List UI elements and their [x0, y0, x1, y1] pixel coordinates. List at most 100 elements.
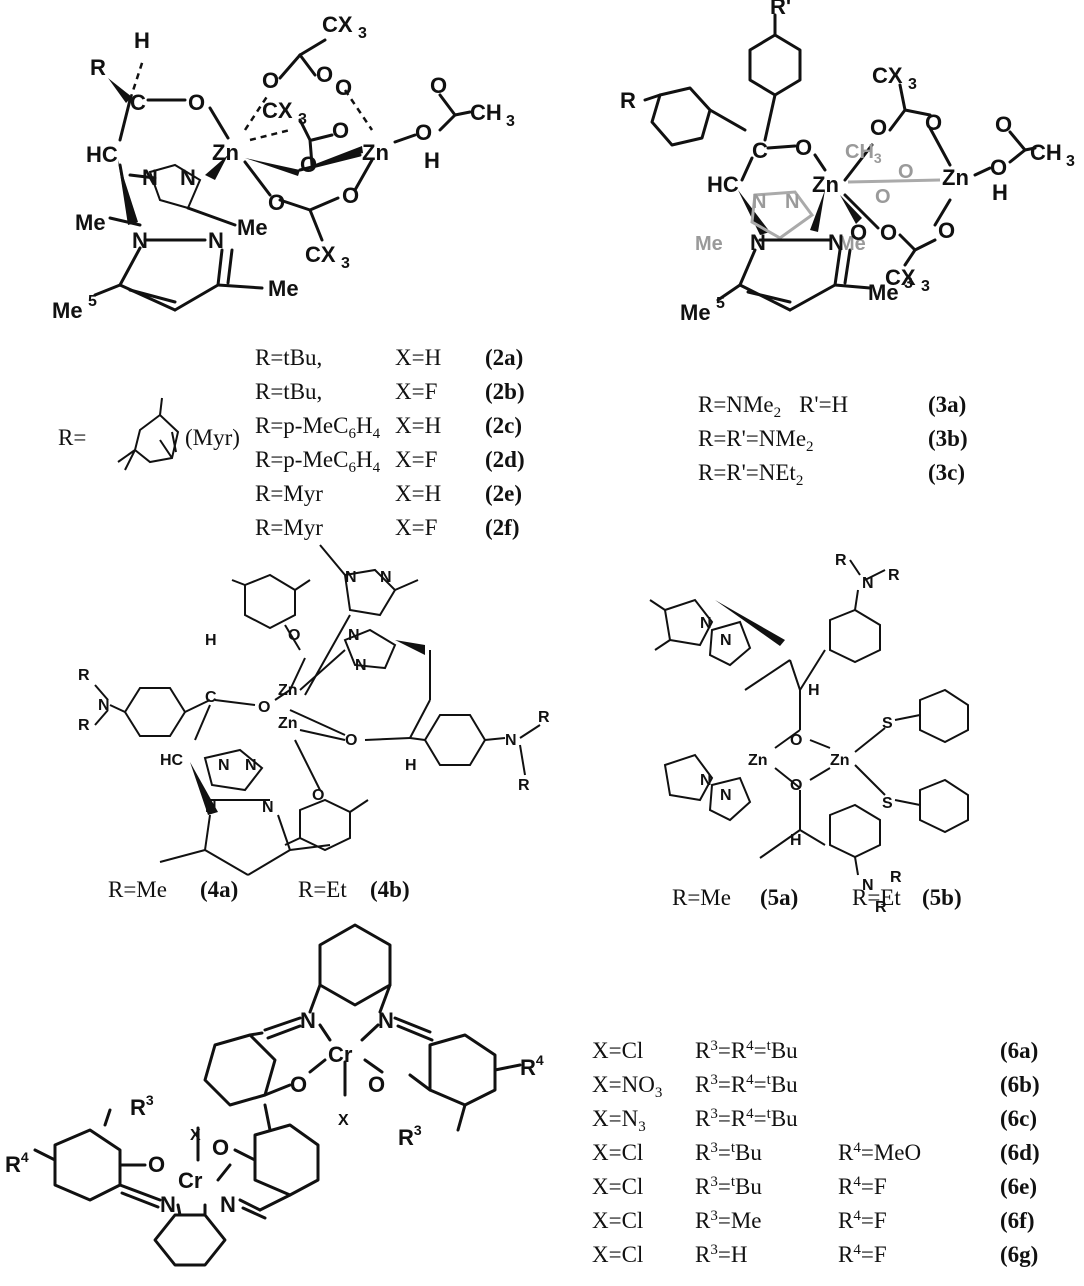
atom-o: O	[342, 183, 359, 208]
atom-n: N	[208, 228, 224, 253]
row-id: (2e)	[485, 481, 522, 506]
row-r: R3=R4=tBu	[695, 1106, 798, 1131]
atom-n: N	[345, 569, 357, 586]
row-6f: X=Cl R3=Me R4=F (6f)	[592, 1208, 1035, 1233]
compound-5-atoms: N R R N N H O O Zn Zn S S N N H N R R	[700, 552, 902, 916]
atom-zn-1: Zn	[212, 140, 239, 165]
atom-r3: R3	[398, 1122, 422, 1150]
row-r3: R3=Me	[695, 1208, 761, 1233]
row-r: R=tBu,	[255, 379, 322, 404]
atom-n: N	[300, 1008, 316, 1033]
compound-6-table: X=Cl R3=R4=tBu (6a) X=NO3 R3=R4=tBu (6b)…	[592, 1038, 1040, 1267]
superscript: 5	[88, 293, 97, 310]
atom-r: R	[620, 88, 636, 113]
row-id: (3c)	[928, 460, 965, 485]
atom-n: N	[750, 230, 766, 255]
superscript: 3	[904, 275, 913, 292]
row-x: X=F	[395, 447, 437, 472]
atom-cr: Cr	[328, 1042, 353, 1067]
atom-cx3: CX	[262, 98, 293, 123]
atom-ch3: CH	[470, 100, 502, 125]
atom-o: O	[335, 75, 352, 100]
row-r: R=tBu,	[255, 345, 322, 370]
atom-ch3: CH	[1030, 140, 1062, 165]
row-r: R=Myr	[255, 515, 323, 540]
row-x: X=H	[395, 481, 441, 506]
row-id: (4b)	[370, 877, 410, 902]
atom-h: H	[992, 180, 1008, 205]
atom-o: O	[880, 220, 897, 245]
row-id: (6g)	[1000, 1242, 1038, 1267]
atom-o: O	[188, 90, 205, 115]
atom-zn-2: Zn	[362, 140, 389, 165]
atom-n: N	[355, 657, 367, 674]
atom-r: R	[90, 55, 106, 80]
subscript: 3	[908, 76, 917, 93]
atom-n: N	[132, 228, 148, 253]
atom-h: H	[405, 757, 417, 774]
atom-zn-1: Zn	[748, 752, 768, 769]
atom-c: C	[130, 90, 146, 115]
row-text: R=Et	[298, 877, 347, 902]
compound-6-structure	[33, 923, 522, 1267]
atom-s: S	[882, 715, 893, 732]
row-x: X=Cl	[592, 1174, 643, 1199]
atom-x: X	[190, 1127, 201, 1144]
row-6a: X=Cl R3=R4=tBu (6a)	[592, 1038, 1038, 1063]
row-r: R=p-MeC6H4	[255, 447, 381, 476]
row-r: R=Myr	[255, 481, 323, 506]
row-r3: R3=tBu	[695, 1140, 762, 1165]
row-r3: R3=H	[695, 1242, 747, 1267]
row-6e: X=Cl R3=tBu R4=F (6e)	[592, 1174, 1037, 1199]
row-id: (6f)	[1000, 1208, 1035, 1233]
atom-o: O	[925, 110, 942, 135]
atom-h: H	[808, 682, 820, 699]
atom-zn-1: Zn	[278, 682, 298, 699]
atom-cx3: CX	[305, 242, 336, 267]
row-x: X=Cl	[592, 1038, 643, 1063]
atom-h: H	[205, 632, 217, 649]
atom-hc: HC	[160, 752, 184, 769]
atom-n: N	[785, 191, 799, 213]
row-r: R3=R4=tBu	[695, 1038, 798, 1063]
atom-n: N	[752, 191, 766, 213]
row-text: R=R'=NEt2	[698, 460, 803, 489]
row-id: (6d)	[1000, 1140, 1040, 1165]
compound-4-atoms: R R N H C O O Zn Zn HC N N N N O O H N R…	[78, 569, 550, 816]
compound-5-table: R=Me (5a) R=Et (5b)	[672, 885, 962, 910]
atom-o: O	[148, 1152, 165, 1177]
atom-zn-2: Zn	[942, 165, 969, 190]
atom-n: N	[262, 799, 274, 816]
atom-n: N	[348, 627, 360, 644]
row-x: X=Cl	[592, 1208, 643, 1233]
compound-6-atoms: N N Cr O O X R4 R3 R3 X O O Cr R4 N N	[5, 1008, 544, 1217]
atom-o: O	[300, 152, 317, 177]
atom-n: N	[720, 632, 732, 649]
atom-n: N	[245, 757, 257, 774]
atom-me-grey: Me	[838, 233, 866, 255]
atom-h: H	[790, 832, 802, 849]
atom-cx3: CX	[322, 12, 353, 37]
row-6c: X=N3 R3=R4=tBu (6c)	[592, 1106, 1037, 1135]
row-id: (3a)	[928, 392, 966, 417]
atom-n: N	[862, 575, 874, 592]
atom-r3: R3	[130, 1092, 154, 1120]
atom-o: O	[268, 190, 285, 215]
atom-me: Me	[75, 210, 106, 235]
atom-ch3-grey: CH3	[845, 141, 882, 166]
atom-n: N	[380, 569, 392, 586]
atom-r4: R4	[5, 1149, 29, 1177]
atom-cr: Cr	[178, 1168, 203, 1193]
row-r4: R4=F	[838, 1242, 887, 1267]
row-x: X=F	[395, 515, 437, 540]
row-id: (4a)	[200, 877, 238, 902]
atom-o: O	[290, 1072, 307, 1097]
atom-n: N	[98, 697, 110, 714]
atom-o-grey: O	[875, 186, 891, 208]
atom-r: R	[78, 667, 90, 684]
atom-n: N	[220, 1192, 236, 1217]
subscript: 3	[298, 111, 307, 128]
row-6g: X=Cl R3=H R4=F (6g)	[592, 1242, 1038, 1267]
